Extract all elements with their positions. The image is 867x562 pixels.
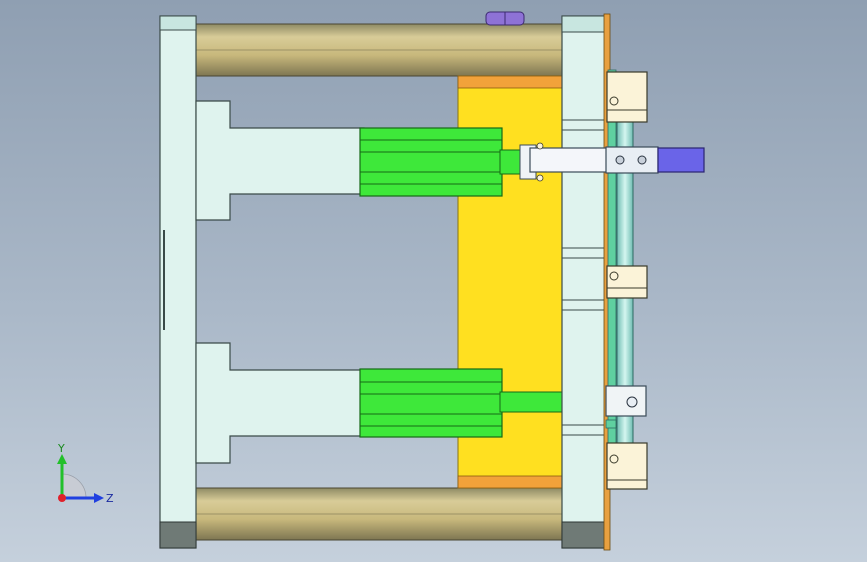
screw-head-icon — [609, 271, 619, 281]
clamp-block-bottom[interactable] — [606, 442, 648, 490]
bolt-head-icon — [485, 11, 525, 26]
z-axis-label: Z — [106, 492, 114, 505]
screw-head-icon — [609, 454, 619, 464]
slider-arm-upper[interactable] — [519, 142, 705, 182]
y-axis-arrow — [57, 454, 67, 464]
screw-head-icon — [615, 155, 625, 165]
coordinate-triad: Y Z — [40, 440, 130, 520]
ejector-cylinder-upper[interactable] — [359, 127, 527, 197]
z-axis-arrow — [94, 493, 104, 503]
rod-end-lower[interactable] — [605, 385, 647, 429]
clamp-block-top[interactable] — [606, 71, 648, 123]
slider-block[interactable] — [657, 147, 705, 173]
ejector-cylinder-lower[interactable] — [359, 368, 613, 438]
guide-rod-top[interactable] — [191, 23, 565, 77]
screw-head-icon — [637, 155, 647, 165]
coordinate-triad-icon: Y Z — [57, 442, 114, 505]
y-axis-label: Y — [57, 442, 65, 455]
guide-rod-bottom[interactable] — [191, 487, 565, 541]
x-axis-dot — [58, 494, 66, 502]
left-clamp-plate[interactable] — [159, 15, 197, 549]
support-block-upper[interactable] — [195, 100, 365, 221]
right-mold-plate[interactable] — [561, 13, 611, 551]
clamp-block-middle[interactable] — [606, 265, 648, 299]
screw-head-icon — [609, 96, 619, 106]
support-block-lower[interactable] — [195, 342, 365, 464]
triad-arc — [61, 473, 87, 499]
screw-head-icon — [626, 396, 638, 408]
